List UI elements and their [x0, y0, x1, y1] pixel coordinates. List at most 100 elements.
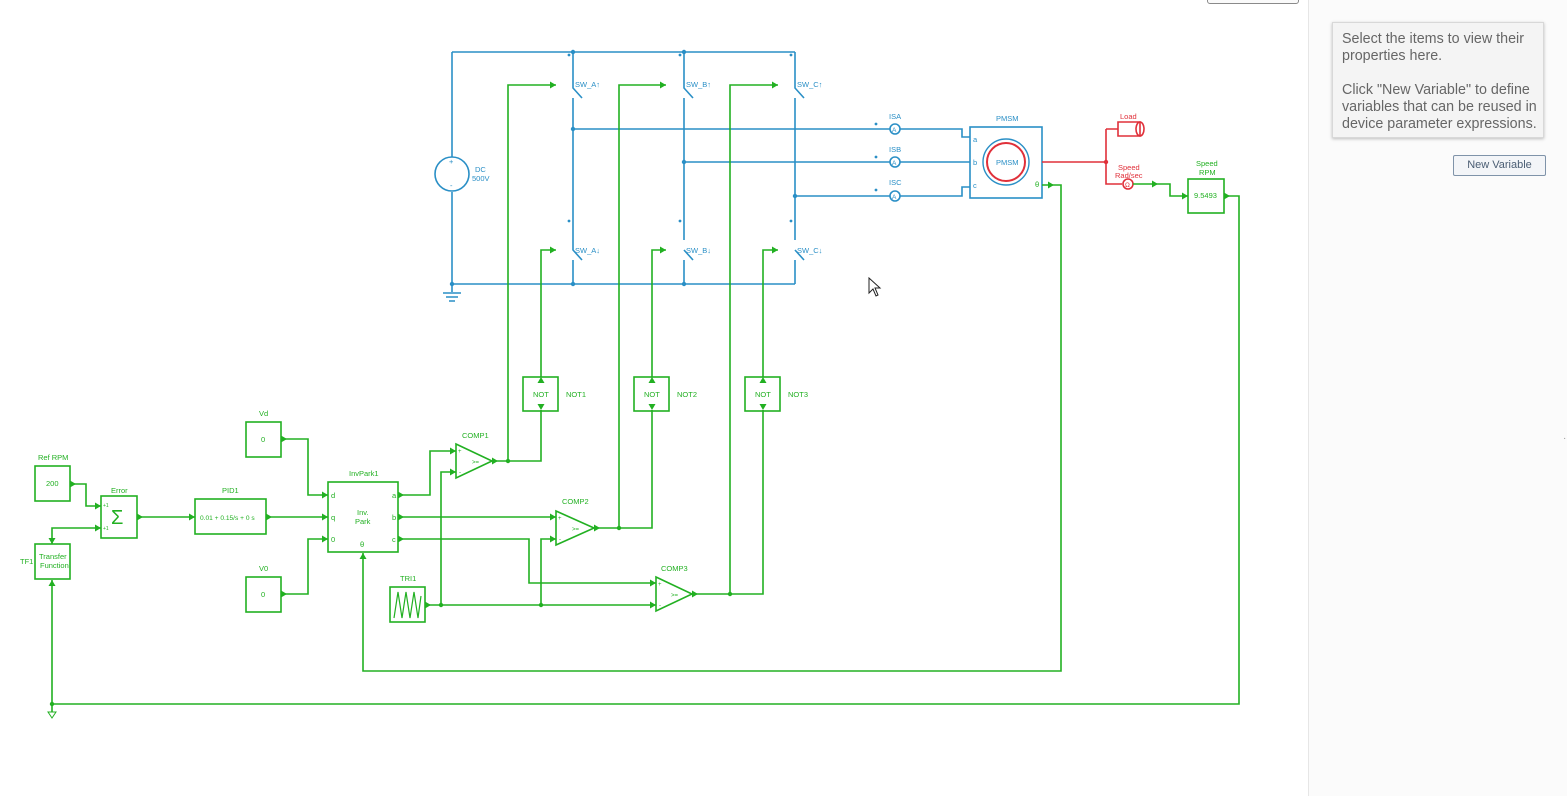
invpark-port-theta: θ: [360, 540, 364, 549]
vd-constant-block[interactable]: Vd 0: [245, 409, 282, 458]
not3-text: NOT: [755, 390, 771, 399]
toolbar-button-partial[interactable]: [1207, 0, 1299, 4]
switch-b-lower-label: SW_B↓: [686, 246, 711, 255]
pmsm-port-c: c: [973, 181, 977, 190]
ammeter-isc-label: ISC: [889, 178, 902, 187]
error-label: Error: [111, 486, 128, 495]
pmsm-label: PMSM: [996, 114, 1019, 123]
comp2-label: COMP2: [562, 497, 589, 506]
panel-divider[interactable]: [1308, 0, 1309, 796]
comparator-3[interactable]: COMP3 >= + -: [655, 564, 694, 613]
pmsm-port-a: a: [973, 135, 978, 144]
comparator-2[interactable]: COMP2 >= + -: [555, 497, 596, 547]
signal-arrows: [48, 81, 1230, 609]
not-gate-1[interactable]: NOT NOT1: [522, 376, 586, 412]
comp2-operator: >=: [572, 527, 580, 533]
control-junction-dots: [49, 458, 733, 707]
properties-hint-tooltip: Select the items to view their propertie…: [1332, 22, 1544, 138]
pmsm-port-theta: θ: [1035, 180, 1039, 189]
dc-voltage-label: 500V: [472, 174, 490, 183]
junction-dots: [449, 49, 878, 287]
ammeter-isb[interactable]: A ISB: [889, 145, 901, 168]
not-gate-2[interactable]: NOT NOT2: [633, 376, 697, 412]
error-in1-sign: +1: [103, 503, 109, 509]
speed-rpm-label: Speed: [1196, 159, 1218, 168]
schematic-diagram[interactable]: + - DC 500V SW_A↑ SW_B↑ SW_C↑ SW_A↓ SW_B…: [0, 0, 1308, 796]
ref-rpm-block[interactable]: Ref RPM 200: [34, 453, 71, 502]
invpark-port-d: d: [331, 491, 335, 500]
ammeter-a-symbol: A: [892, 127, 897, 134]
pmsm-port-b: b: [973, 158, 977, 167]
comp2-minus: -: [559, 537, 561, 543]
load-label: Load: [1120, 112, 1137, 121]
dc-plus-sign: +: [449, 157, 454, 166]
switch-c-upper-label: SW_C↑: [797, 80, 822, 89]
ammeter-b-symbol: A: [892, 160, 897, 167]
comp3-minus: -: [659, 603, 661, 609]
dc-voltage-source[interactable]: + - DC 500V: [434, 156, 490, 192]
schematic-canvas[interactable]: + - DC 500V SW_A↑ SW_B↑ SW_C↑ SW_A↓ SW_B…: [0, 0, 1308, 796]
dc-minus-sign: -: [450, 181, 453, 190]
ammeter-isa[interactable]: A ISA: [889, 112, 901, 135]
speed-sensor-symbol: Ω: [1125, 182, 1130, 189]
tf-text-line2: Function: [40, 561, 69, 570]
new-variable-button[interactable]: New Variable: [1453, 155, 1546, 176]
feedback-terminal-icon: [47, 711, 57, 719]
v0-value: 0: [261, 590, 265, 599]
comp3-operator: >=: [671, 593, 679, 599]
pmsm-inner-label: PMSM: [996, 158, 1019, 167]
mechanical-wires: [1042, 128, 1122, 185]
pmsm-motor-block[interactable]: PMSM PMSM a b c θ: [969, 114, 1043, 199]
switch-a-lower-label: SW_A↓: [575, 246, 600, 255]
invpark-port-a: a: [392, 491, 397, 500]
invpark-label: InvPark1: [349, 469, 379, 478]
speed-rpm-display[interactable]: Speed RPM 9.5493: [1187, 159, 1225, 214]
comp1-label: COMP1: [462, 431, 489, 440]
switch-b-upper-label: SW_B↑: [686, 80, 711, 89]
tf-text-line1: Transfer: [39, 552, 67, 561]
transfer-function-block[interactable]: TF1 Transfer Function: [20, 543, 71, 580]
pid-block[interactable]: PID1 0.01 + 0.15/s + 0 s: [194, 486, 267, 535]
ammeter-c-symbol: A: [892, 194, 897, 201]
inverse-park-block[interactable]: InvPark1 Inv. Park d q 0 a b c θ: [327, 469, 399, 553]
switch-c-lower-label: SW_C↓: [797, 246, 822, 255]
sigma-icon: Σ: [111, 507, 123, 529]
speed-rpm-value: 9.5493: [1194, 191, 1217, 200]
vd-label: Vd: [259, 409, 268, 418]
invpark-port-q: q: [331, 513, 335, 522]
tf-label: TF1: [20, 557, 33, 566]
vd-value: 0: [261, 435, 265, 444]
comp2-plus: +: [558, 516, 562, 522]
invpark-port-0: 0: [331, 535, 335, 544]
speed-sensor-label: Speed: [1118, 163, 1140, 172]
comp1-operator: >=: [472, 460, 480, 466]
pid-expression: 0.01 + 0.15/s + 0 s: [200, 515, 255, 522]
not2-text: NOT: [644, 390, 660, 399]
v0-constant-block[interactable]: V0 0: [245, 564, 282, 613]
power-bus-wires: [451, 51, 970, 292]
switch-a-upper-label: SW_A↑: [575, 80, 600, 89]
mouse-cursor-icon: [868, 276, 882, 302]
speed-sensor-unit: Rad/sec: [1115, 171, 1143, 180]
triangle-wave-icon: [393, 591, 422, 619]
load-block[interactable]: Load: [1117, 112, 1145, 137]
not1-label: NOT1: [566, 390, 586, 399]
error-sum-block[interactable]: Error Σ +1 +1: [100, 486, 138, 539]
panel-edge-handle[interactable]: ·: [1563, 433, 1567, 444]
not-gate-3[interactable]: NOT NOT3: [744, 376, 808, 412]
invpark-port-c: c: [392, 535, 396, 544]
speed-sensor[interactable]: Ω Speed Rad/sec: [1115, 163, 1143, 190]
comp1-plus: +: [458, 449, 462, 455]
tri-label: TRI1: [400, 574, 416, 583]
ref-rpm-value: 200: [46, 479, 59, 488]
hint-text-select: Select the items to view their propertie…: [1342, 31, 1524, 64]
not3-label: NOT3: [788, 390, 808, 399]
hint-text-new-variable: Click "New Variable" to define variables…: [1342, 82, 1537, 132]
ammeter-isa-label: ISA: [889, 112, 901, 121]
not2-label: NOT2: [677, 390, 697, 399]
triangle-generator-block[interactable]: TRI1: [389, 574, 426, 623]
invpark-port-b: b: [392, 513, 396, 522]
comparator-1[interactable]: COMP1 >= + -: [455, 431, 494, 480]
not1-text: NOT: [533, 390, 549, 399]
ammeter-isc[interactable]: A ISC: [889, 178, 902, 202]
